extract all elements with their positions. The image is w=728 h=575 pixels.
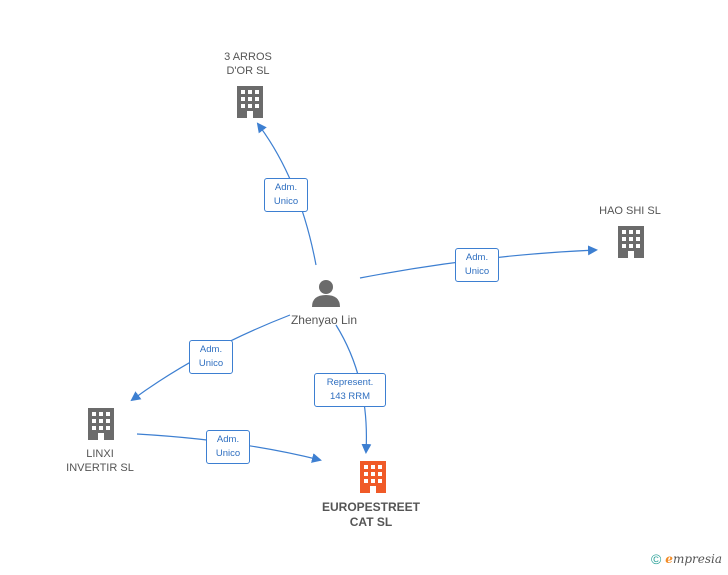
edge-label-to-linxi: Adm. Unico	[189, 340, 233, 374]
person-icon[interactable]	[312, 280, 340, 307]
building-icon-arros[interactable]	[237, 86, 263, 118]
edge-label-to-arros: Adm. Unico	[264, 178, 308, 212]
node-label-arros[interactable]: 3 ARROS D'OR SL	[224, 51, 272, 77]
node-label-person[interactable]: Zhenyao Lin	[290, 313, 358, 327]
building-icon-europe[interactable]	[360, 461, 386, 493]
edge-label-linxi-europe: Adm. Unico	[206, 430, 250, 464]
brand-logo: empresia	[665, 552, 722, 566]
edge-label-to-haoshi: Adm. Unico	[455, 248, 499, 282]
copyright-footer: © empresia	[651, 551, 722, 567]
edge-label-to-europe: Represent. 143 RRM	[314, 373, 386, 407]
copyright-symbol: ©	[650, 551, 662, 567]
node-label-haoshi[interactable]: HAO SHI SL	[599, 205, 661, 217]
node-label-europe[interactable]: EUROPESTREET CAT SL	[321, 500, 420, 529]
node-label-linxi[interactable]: LINXI INVERTIR SL	[66, 448, 134, 474]
building-icon-haoshi[interactable]	[618, 226, 644, 258]
building-icon-linxi[interactable]	[88, 408, 114, 440]
